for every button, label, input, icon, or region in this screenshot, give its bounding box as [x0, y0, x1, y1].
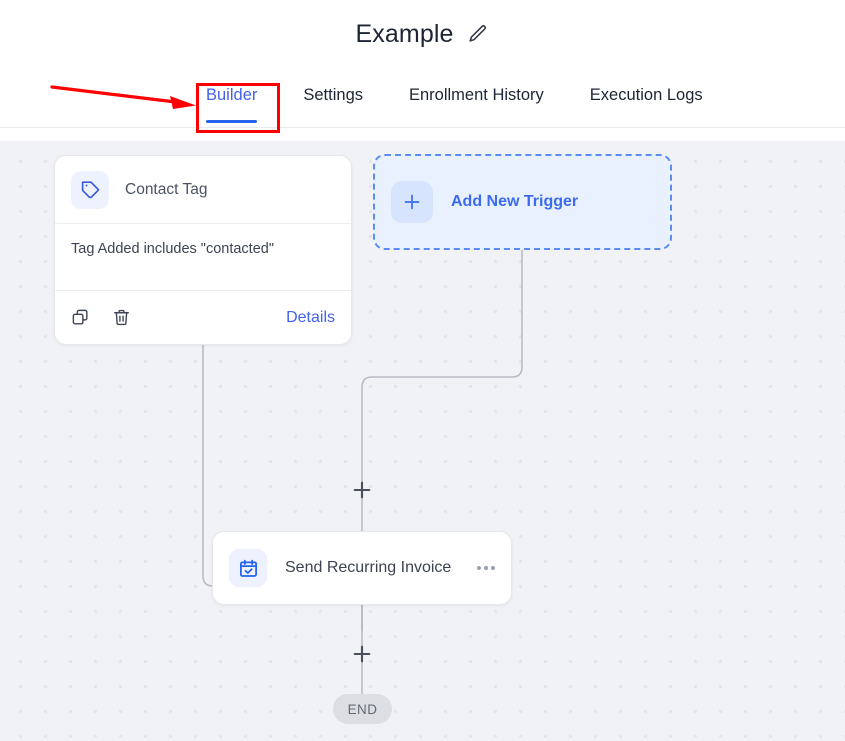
trash-icon	[114, 309, 129, 326]
calendar-icon-tile	[229, 549, 267, 587]
delete-button[interactable]	[112, 308, 131, 327]
trigger-card-footer: Details	[55, 291, 351, 344]
tab-settings-label: Settings	[303, 86, 363, 104]
end-node: END	[333, 694, 392, 724]
tab-active-underline	[206, 120, 258, 123]
trigger-card-condition: Tag Added includes "contacted"	[55, 224, 351, 291]
add-new-trigger-card[interactable]: Add New Trigger	[373, 154, 672, 250]
tab-execution-logs-label: Execution Logs	[589, 86, 703, 104]
calendar-check-icon	[239, 559, 257, 577]
add-step-button-bottom[interactable]	[351, 643, 373, 665]
tab-enrollment-history[interactable]: Enrollment History	[409, 68, 544, 105]
ellipsis-icon[interactable]	[477, 566, 495, 570]
action-card-label: Send Recurring Invoice	[285, 559, 452, 576]
tab-settings[interactable]: Settings	[303, 68, 363, 105]
ellipsis-dot	[491, 566, 495, 570]
tab-bar: Builder Settings Enrollment History Exec…	[0, 68, 845, 127]
tab-builder-label: Builder	[206, 86, 258, 104]
trigger-card-title: Contact Tag	[125, 180, 208, 198]
workflow-canvas[interactable]: Contact Tag Tag Added includes "contacte…	[0, 141, 845, 741]
trigger-card-contact-tag[interactable]: Contact Tag Tag Added includes "contacte…	[54, 155, 352, 345]
plus-icon	[404, 194, 420, 210]
action-card-send-recurring-invoice[interactable]: Send Recurring Invoice	[212, 531, 512, 605]
title-row: Example	[0, 0, 845, 68]
page-title: Example	[355, 19, 454, 48]
ellipsis-dot	[484, 566, 488, 570]
details-link[interactable]: Details	[286, 308, 335, 326]
add-step-button-top[interactable]	[351, 479, 373, 501]
trigger-card-header: Contact Tag	[55, 156, 351, 224]
add-new-trigger-label: Add New Trigger	[451, 193, 579, 210]
tab-execution-logs[interactable]: Execution Logs	[590, 68, 703, 105]
tag-icon	[81, 181, 99, 199]
tab-enrollment-history-label: Enrollment History	[409, 86, 544, 104]
duplicate-button[interactable]	[71, 308, 90, 327]
add-trigger-icon-tile	[391, 181, 433, 223]
pencil-icon[interactable]	[467, 23, 489, 45]
ellipsis-dot	[477, 566, 481, 570]
app-header: Example Builder Settings Enrollment Hist…	[0, 0, 845, 128]
tag-icon-tile	[71, 170, 109, 209]
tab-builder[interactable]: Builder	[206, 68, 258, 123]
copy-icon	[72, 309, 88, 325]
